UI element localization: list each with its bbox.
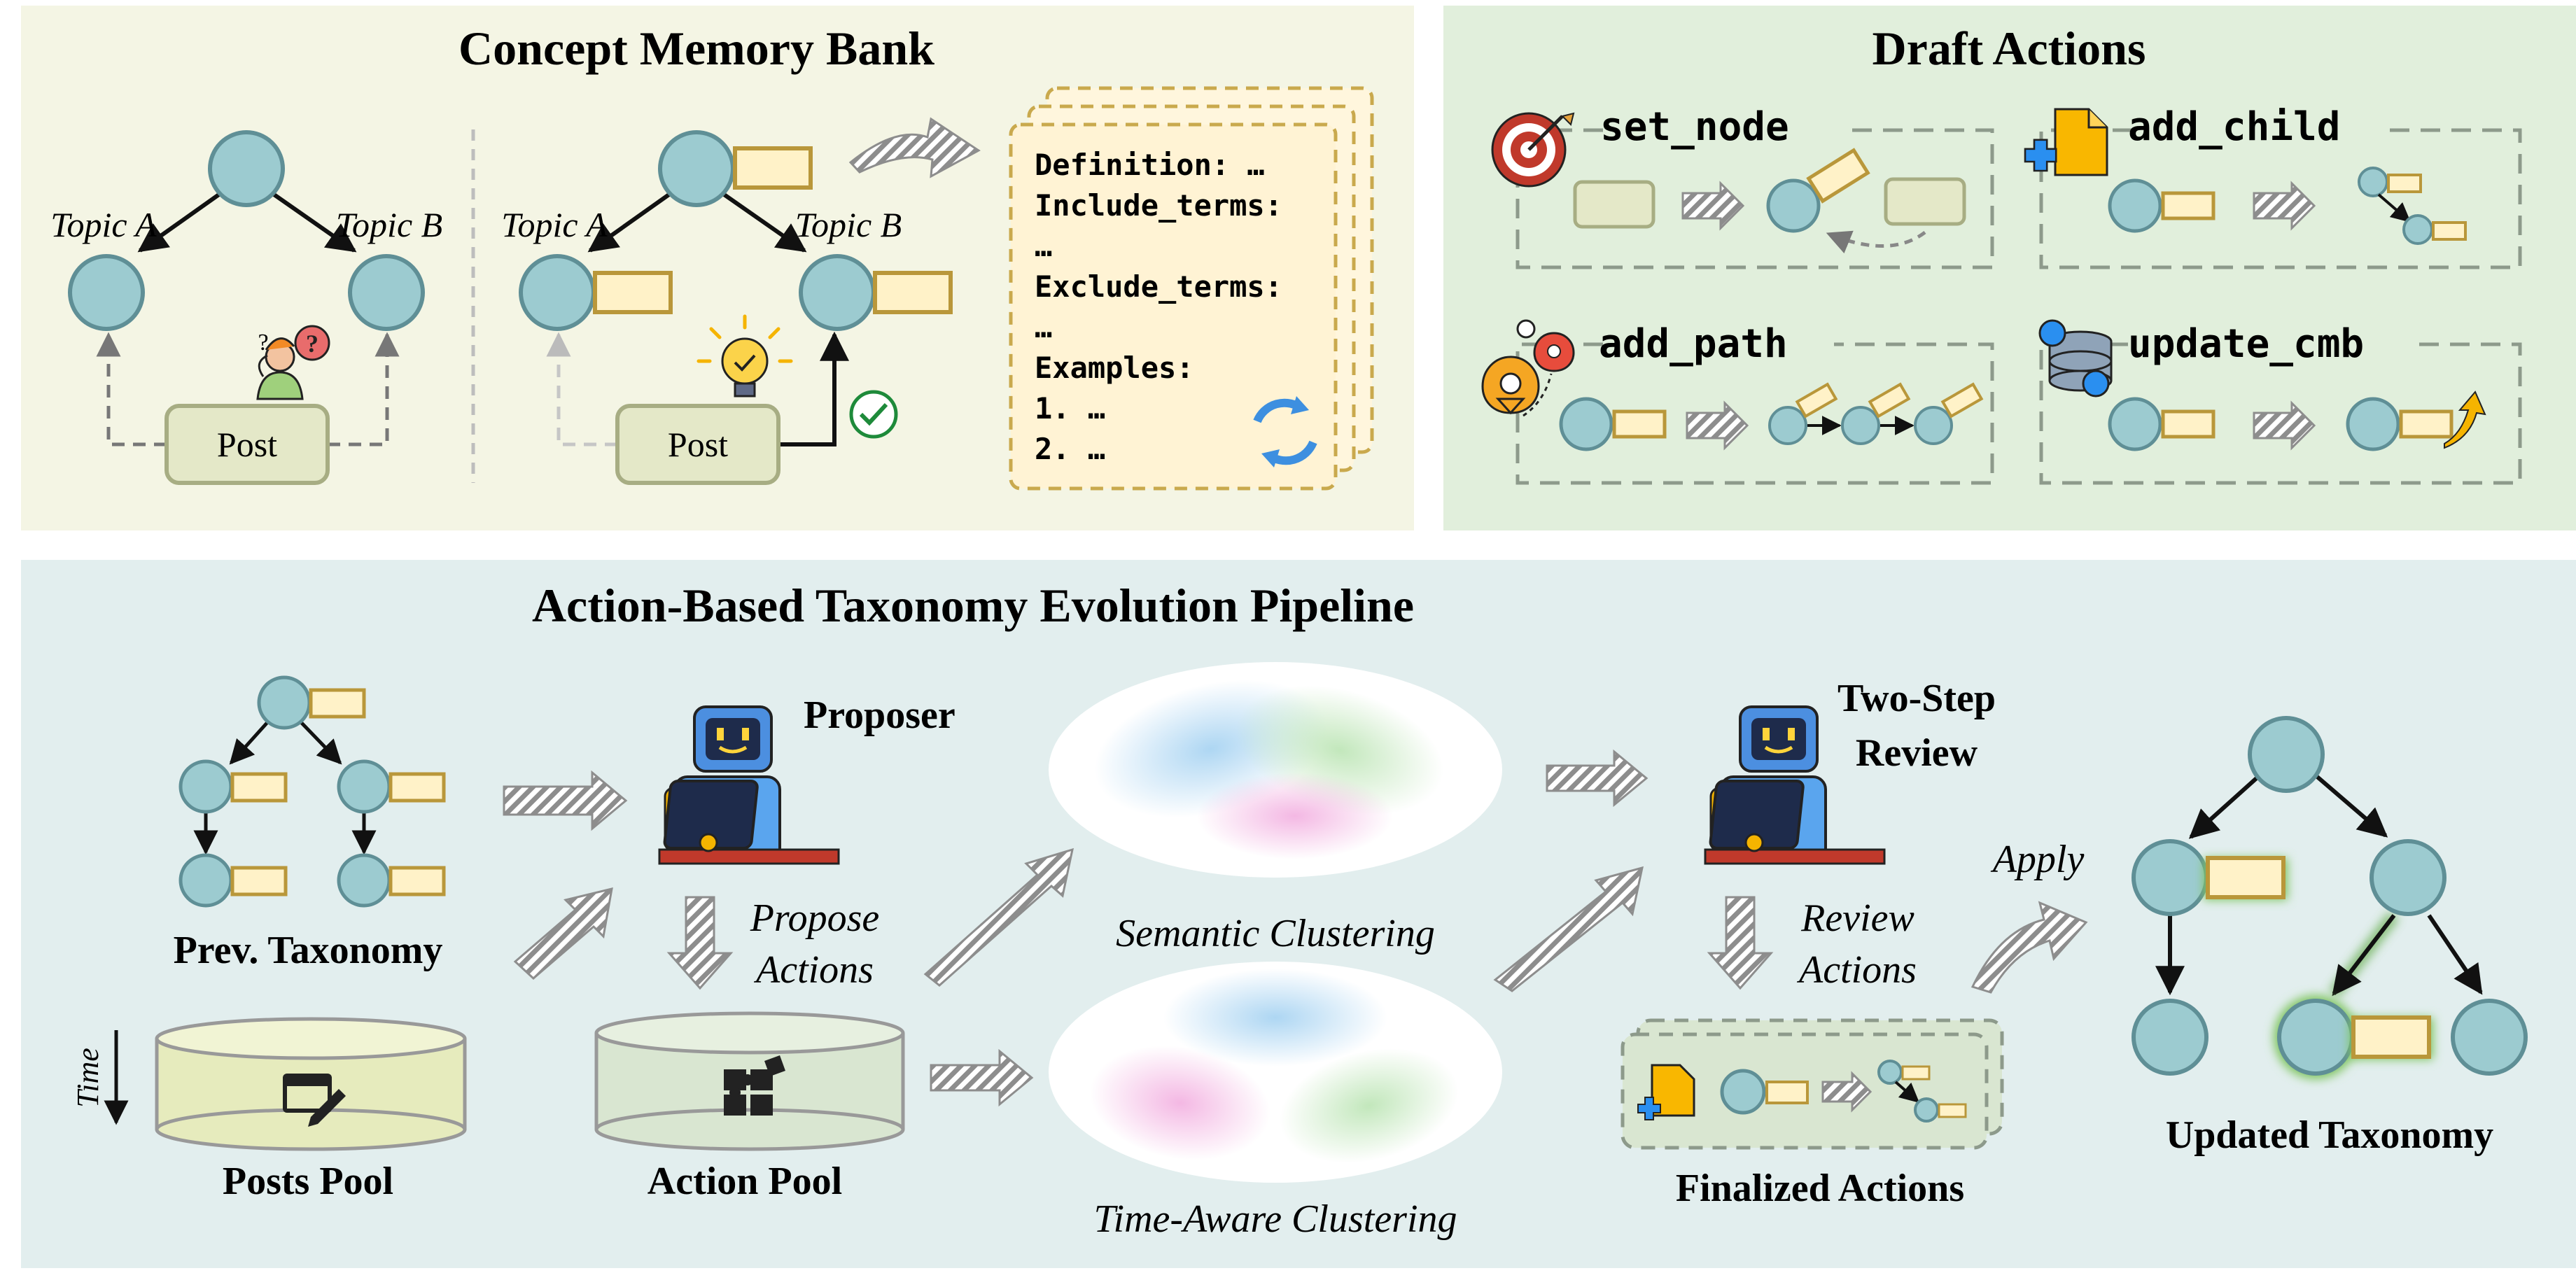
topic-b-node (348, 254, 425, 331)
updated-taxonomy-tree (2132, 716, 2528, 1079)
review-actions-label: Actions (1796, 948, 1917, 992)
topic-a-label: Topic A (501, 205, 608, 244)
post-label: Post (668, 425, 728, 464)
puzzle-icon (724, 1055, 785, 1116)
lightbulb-icon (696, 314, 793, 398)
concept-tag (873, 271, 953, 314)
concept-tag (733, 146, 813, 190)
card-example-2: 2. … (1035, 432, 1105, 466)
prev-taxonomy-tree (178, 675, 446, 908)
time-label: Time (71, 1048, 105, 1108)
flow-arrow (1493, 866, 1644, 992)
apply-arrow (1970, 901, 2088, 994)
card-ellipsis: … (1035, 310, 1052, 344)
to-card-arrow (848, 117, 981, 178)
update-cmb-label: update_cmb (2128, 321, 2364, 367)
review-label: Review (1856, 731, 1978, 775)
flow-arrow (513, 887, 613, 980)
posts-pool-label: Posts Pool (223, 1160, 393, 1203)
root-node (208, 130, 285, 207)
flow-arrow (923, 848, 1074, 987)
flow-arrow (503, 770, 628, 831)
update-cmb-group (2038, 319, 2522, 485)
post-label: Post (217, 425, 277, 464)
time-aware-clustering-blob (1049, 962, 1502, 1183)
concept-tag (593, 271, 673, 314)
cmb-left-tree (68, 130, 425, 485)
post-box (615, 404, 780, 485)
apply-label: Apply (1990, 838, 2085, 881)
check-badge-icon (849, 390, 898, 439)
refresh-icon (1253, 396, 1317, 467)
add-path-group (1481, 319, 1994, 485)
post-box (164, 404, 330, 485)
card-ellipsis: … (1035, 229, 1052, 263)
proposer-label: Proposer (804, 694, 955, 737)
review-down-arrow (1707, 896, 1774, 990)
propose-down-arrow (666, 896, 734, 990)
pipeline-title: Action-Based Taxonomy Evolution Pipeline (532, 579, 1414, 632)
topic-b-label: Topic B (795, 205, 902, 244)
add-child-label: add_child (2128, 104, 2340, 150)
topic-b-node (799, 254, 876, 331)
question-mark: ? (258, 330, 268, 356)
root-node (658, 130, 735, 207)
target-icon (1491, 112, 1575, 188)
semantic-clustering-blob (1049, 662, 1502, 878)
card-include: Include_terms: (1035, 188, 1282, 223)
add-child-group (2024, 108, 2522, 269)
confused-person-icon (256, 325, 330, 400)
card-examples: Examples: (1035, 351, 1194, 385)
card-definition: Definition: … (1035, 148, 1265, 182)
prev-taxonomy-label: Prev. Taxonomy (174, 929, 443, 972)
draft-title: Draft Actions (1872, 22, 2146, 75)
semantic-clustering-label: Semantic Clustering (1116, 912, 1435, 955)
topic-a-node (519, 254, 596, 331)
updated-taxonomy-label: Updated Taxonomy (2166, 1113, 2493, 1157)
action-pool-cylinder (594, 1011, 905, 1151)
question-mark-bubble: ? (306, 330, 318, 358)
posts-pool-cylinder (155, 1017, 467, 1151)
time-aware-clustering-label: Time-Aware Clustering (1093, 1197, 1457, 1241)
action-pool-label: Action Pool (648, 1160, 842, 1203)
actions-label: Actions (753, 948, 874, 992)
edit-window-icon (283, 1074, 346, 1127)
add-path-label: add_path (1599, 321, 1788, 367)
set-node-label: set_node (1600, 104, 1789, 150)
cmb-title: Concept Memory Bank (458, 22, 934, 75)
flow-arrow (1546, 749, 1648, 808)
up-arrow-icon (2444, 391, 2486, 449)
cmb-right-tree (519, 130, 953, 485)
proposer-robot-icon (658, 705, 840, 865)
two-step-label: Two-Step (1837, 677, 1996, 720)
add-file-icon (2024, 108, 2108, 176)
reviewer-robot-icon (1704, 705, 1886, 865)
propose-label: Propose (750, 896, 880, 940)
card-exclude: Exclude_terms: (1035, 269, 1282, 304)
finalized-actions-card (1620, 1018, 2004, 1150)
set-node-group (1491, 112, 1994, 269)
finalized-actions-label: Finalized Actions (1676, 1167, 1964, 1210)
database-sync-icon (2038, 319, 2113, 398)
flow-arrow (930, 1048, 1034, 1107)
topic-a-label: Topic A (50, 205, 157, 244)
topic-a-node (68, 254, 145, 331)
card-example-1: 1. … (1035, 391, 1105, 425)
location-pins-icon (1481, 319, 1575, 417)
concept-card-stack (1009, 86, 1374, 491)
review-actions-label: Review (1800, 896, 1914, 940)
topic-b-label: Topic B (336, 205, 442, 244)
